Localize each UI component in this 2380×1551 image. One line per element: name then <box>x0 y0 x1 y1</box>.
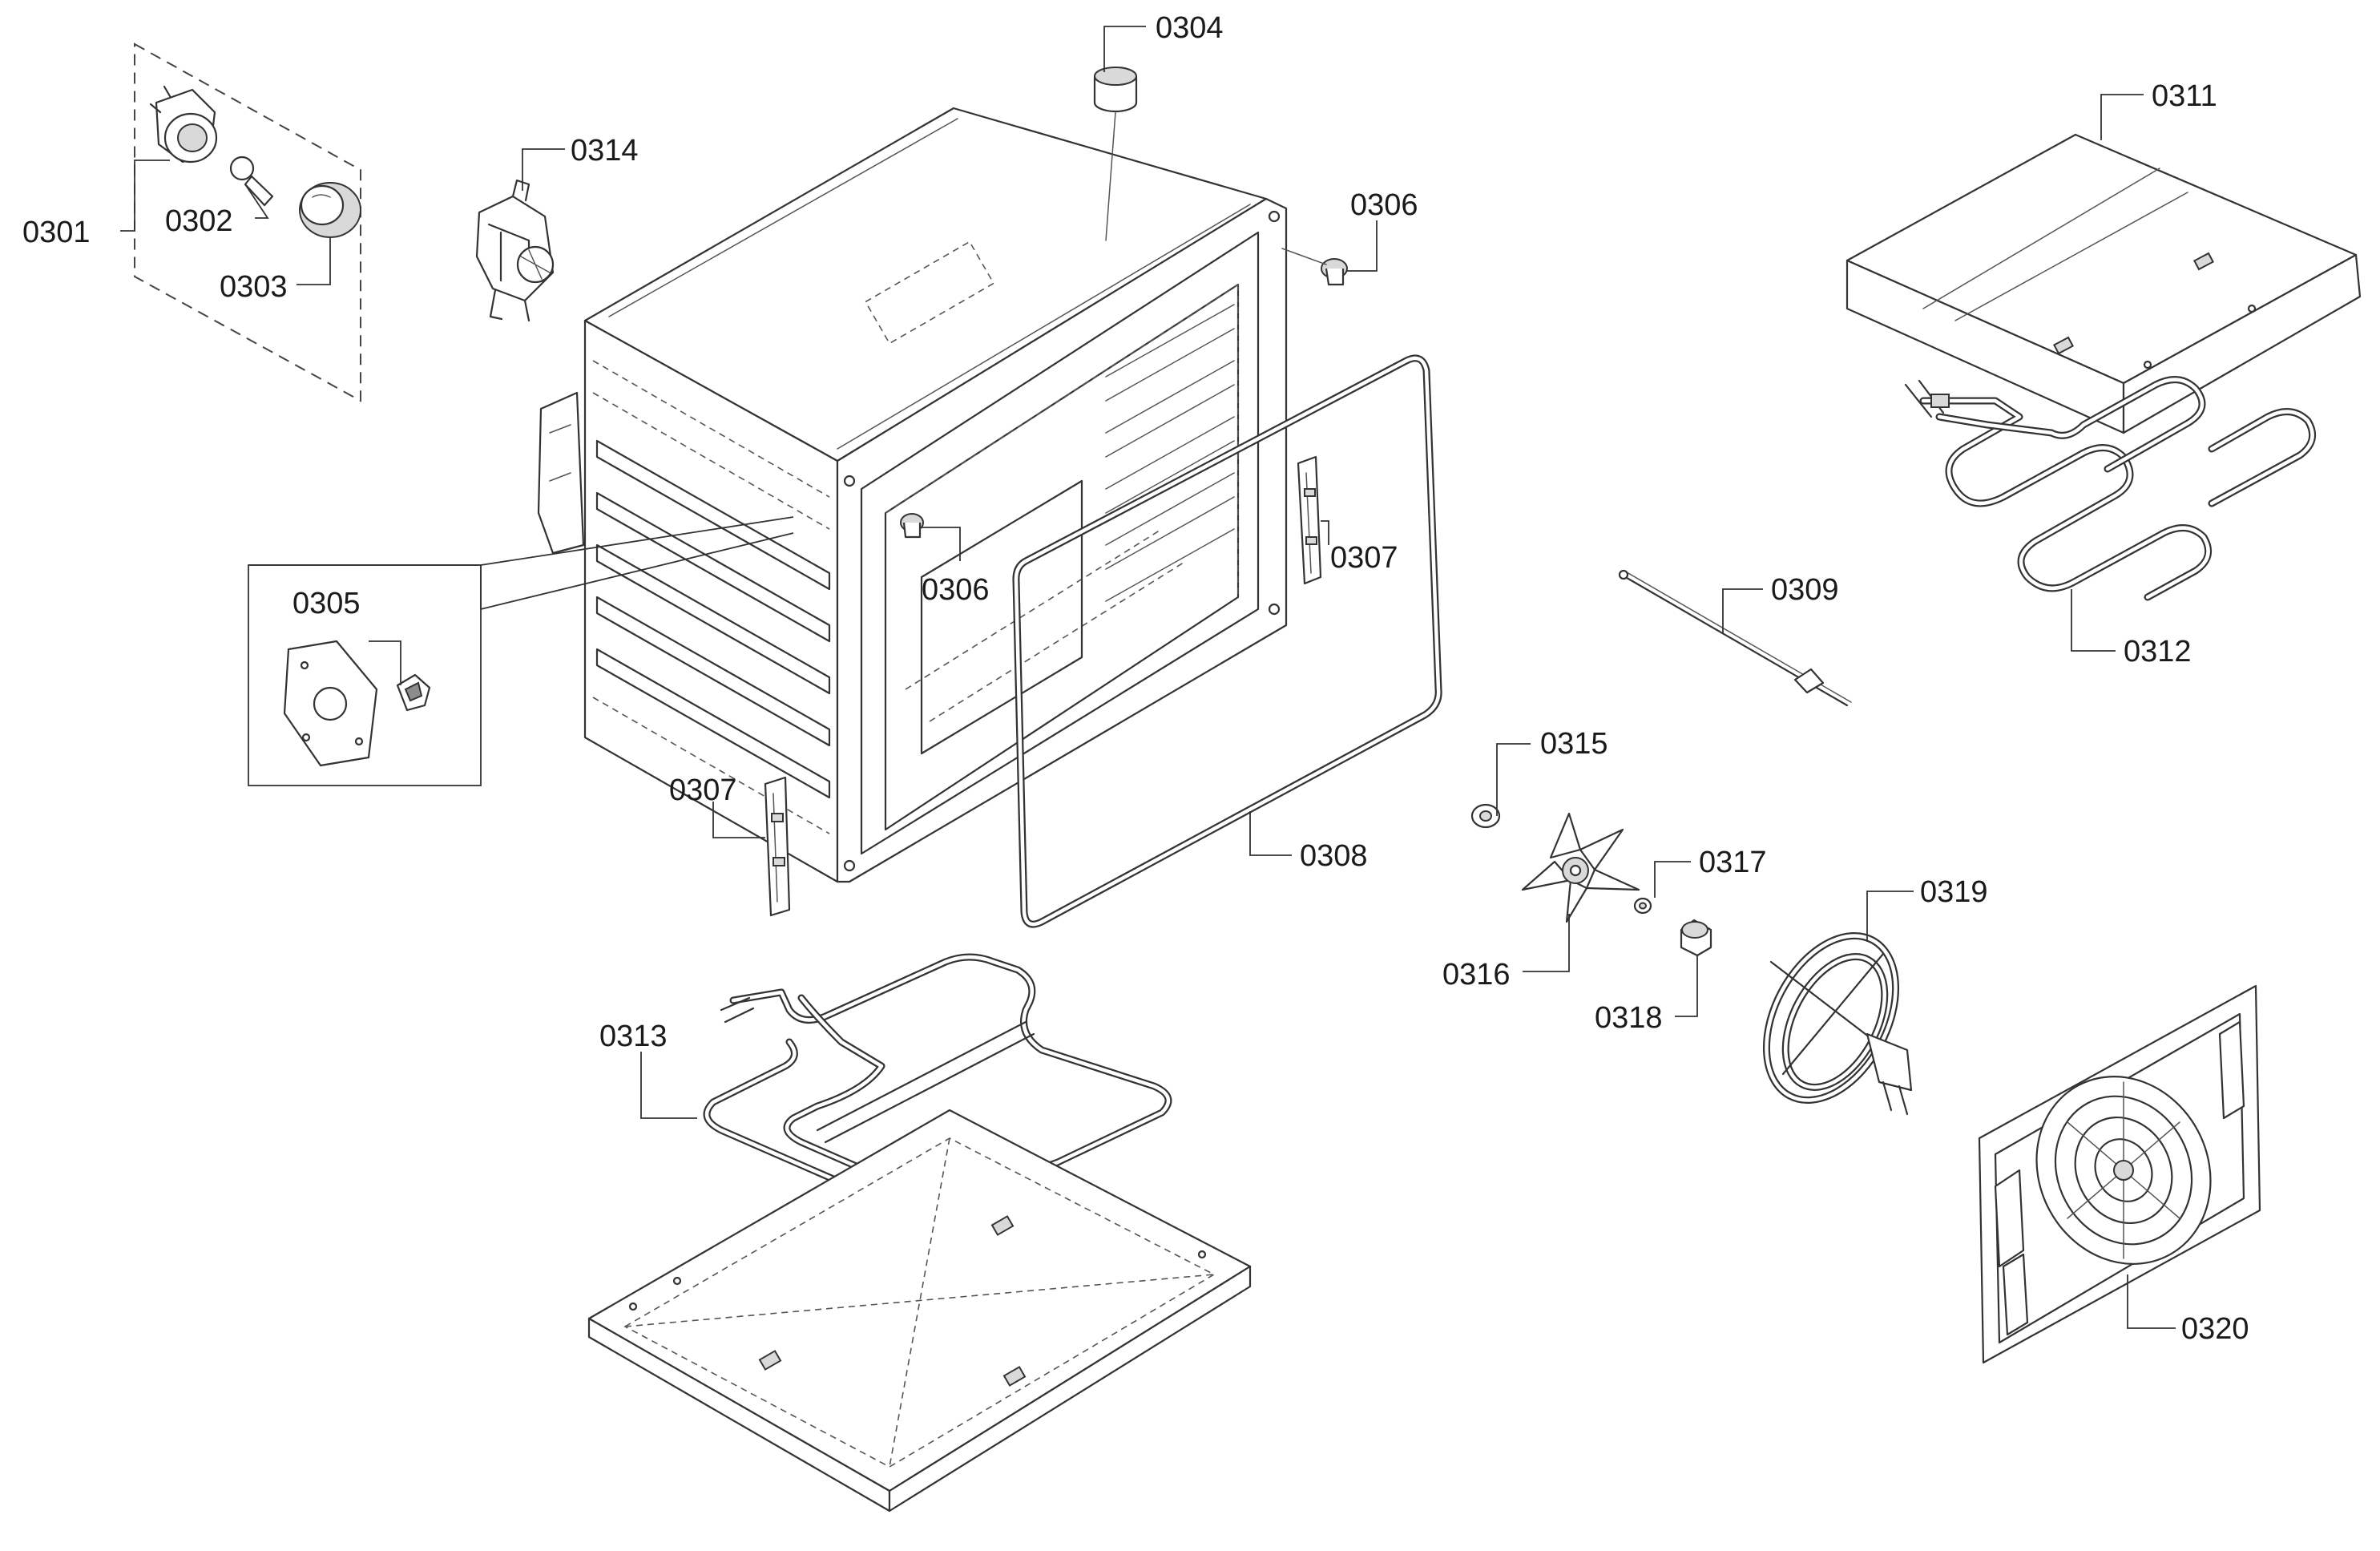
rail-0307-left: 0307 <box>669 773 791 917</box>
label-0313: 0313 <box>599 1020 668 1053</box>
label-0307-left: 0307 <box>669 773 737 807</box>
label-0302: 0302 <box>165 204 233 238</box>
temp-probe-0309: 0309 <box>1618 569 1852 707</box>
bottom-panel <box>587 1109 1252 1513</box>
left-rack-rails <box>592 360 831 834</box>
label-0314: 0314 <box>571 134 639 168</box>
plug-0306-upper: 0306 <box>1281 188 1418 286</box>
fan-blade-0316: 0316 <box>1442 812 1640 992</box>
left-mount-bracket <box>537 391 585 555</box>
lamp-socket <box>149 85 218 164</box>
label-0320: 0320 <box>2181 1312 2249 1346</box>
mounting-plate <box>283 640 378 767</box>
oven-cavity <box>537 107 1288 883</box>
lamp-glass-cover <box>299 182 361 238</box>
label-0306-upper: 0306 <box>1350 188 1418 222</box>
washer-0315: 0315 <box>1470 727 1608 829</box>
label-0308: 0308 <box>1300 839 1368 873</box>
label-0318: 0318 <box>1595 1001 1663 1035</box>
rail-0307-right: 0307 <box>1297 455 1398 585</box>
label-0315: 0315 <box>1540 727 1608 761</box>
rear-panel-0320: 0320 <box>1978 984 2261 1364</box>
nut-0318: 0318 <box>1595 919 1712 1035</box>
label-0317: 0317 <box>1699 846 1767 879</box>
label-0305: 0305 <box>292 587 361 620</box>
label-0304: 0304 <box>1156 11 1224 45</box>
label-0303: 0303 <box>220 270 288 304</box>
lamp-bulb <box>229 156 274 207</box>
label-0312: 0312 <box>2124 635 2192 668</box>
broil-element-0312: 0312 <box>1904 376 2317 668</box>
inner-rack-lines <box>1105 304 1235 602</box>
vent-0304: 0304 <box>1093 11 1224 241</box>
lamp-assembly-group: 0301 0302 0303 <box>22 42 361 402</box>
inset-0305: 0305 <box>248 516 794 786</box>
inset-box <box>248 564 482 786</box>
switch-0314: 0314 <box>475 134 639 322</box>
label-0309: 0309 <box>1771 573 1839 607</box>
label-0306-inner: 0306 <box>922 573 990 607</box>
label-0316: 0316 <box>1442 958 1511 992</box>
lamp-group-dashed-outline <box>134 42 361 402</box>
convection-element-0319: 0319 <box>1762 875 1988 1116</box>
top-cover-0311: 0311 <box>1846 79 2362 434</box>
cover-plate <box>1846 133 2358 385</box>
washer-0317: 0317 <box>1633 846 1767 915</box>
label-0301: 0301 <box>22 216 91 249</box>
label-0307-right: 0307 <box>1330 541 1398 575</box>
label-0319: 0319 <box>1920 875 1988 909</box>
door-gasket-0308: 0308 <box>1012 354 1442 928</box>
cavity-inner-back <box>884 283 1240 831</box>
plug-0306-inner: 0306 <box>900 513 990 607</box>
label-0311: 0311 <box>2152 79 2217 113</box>
